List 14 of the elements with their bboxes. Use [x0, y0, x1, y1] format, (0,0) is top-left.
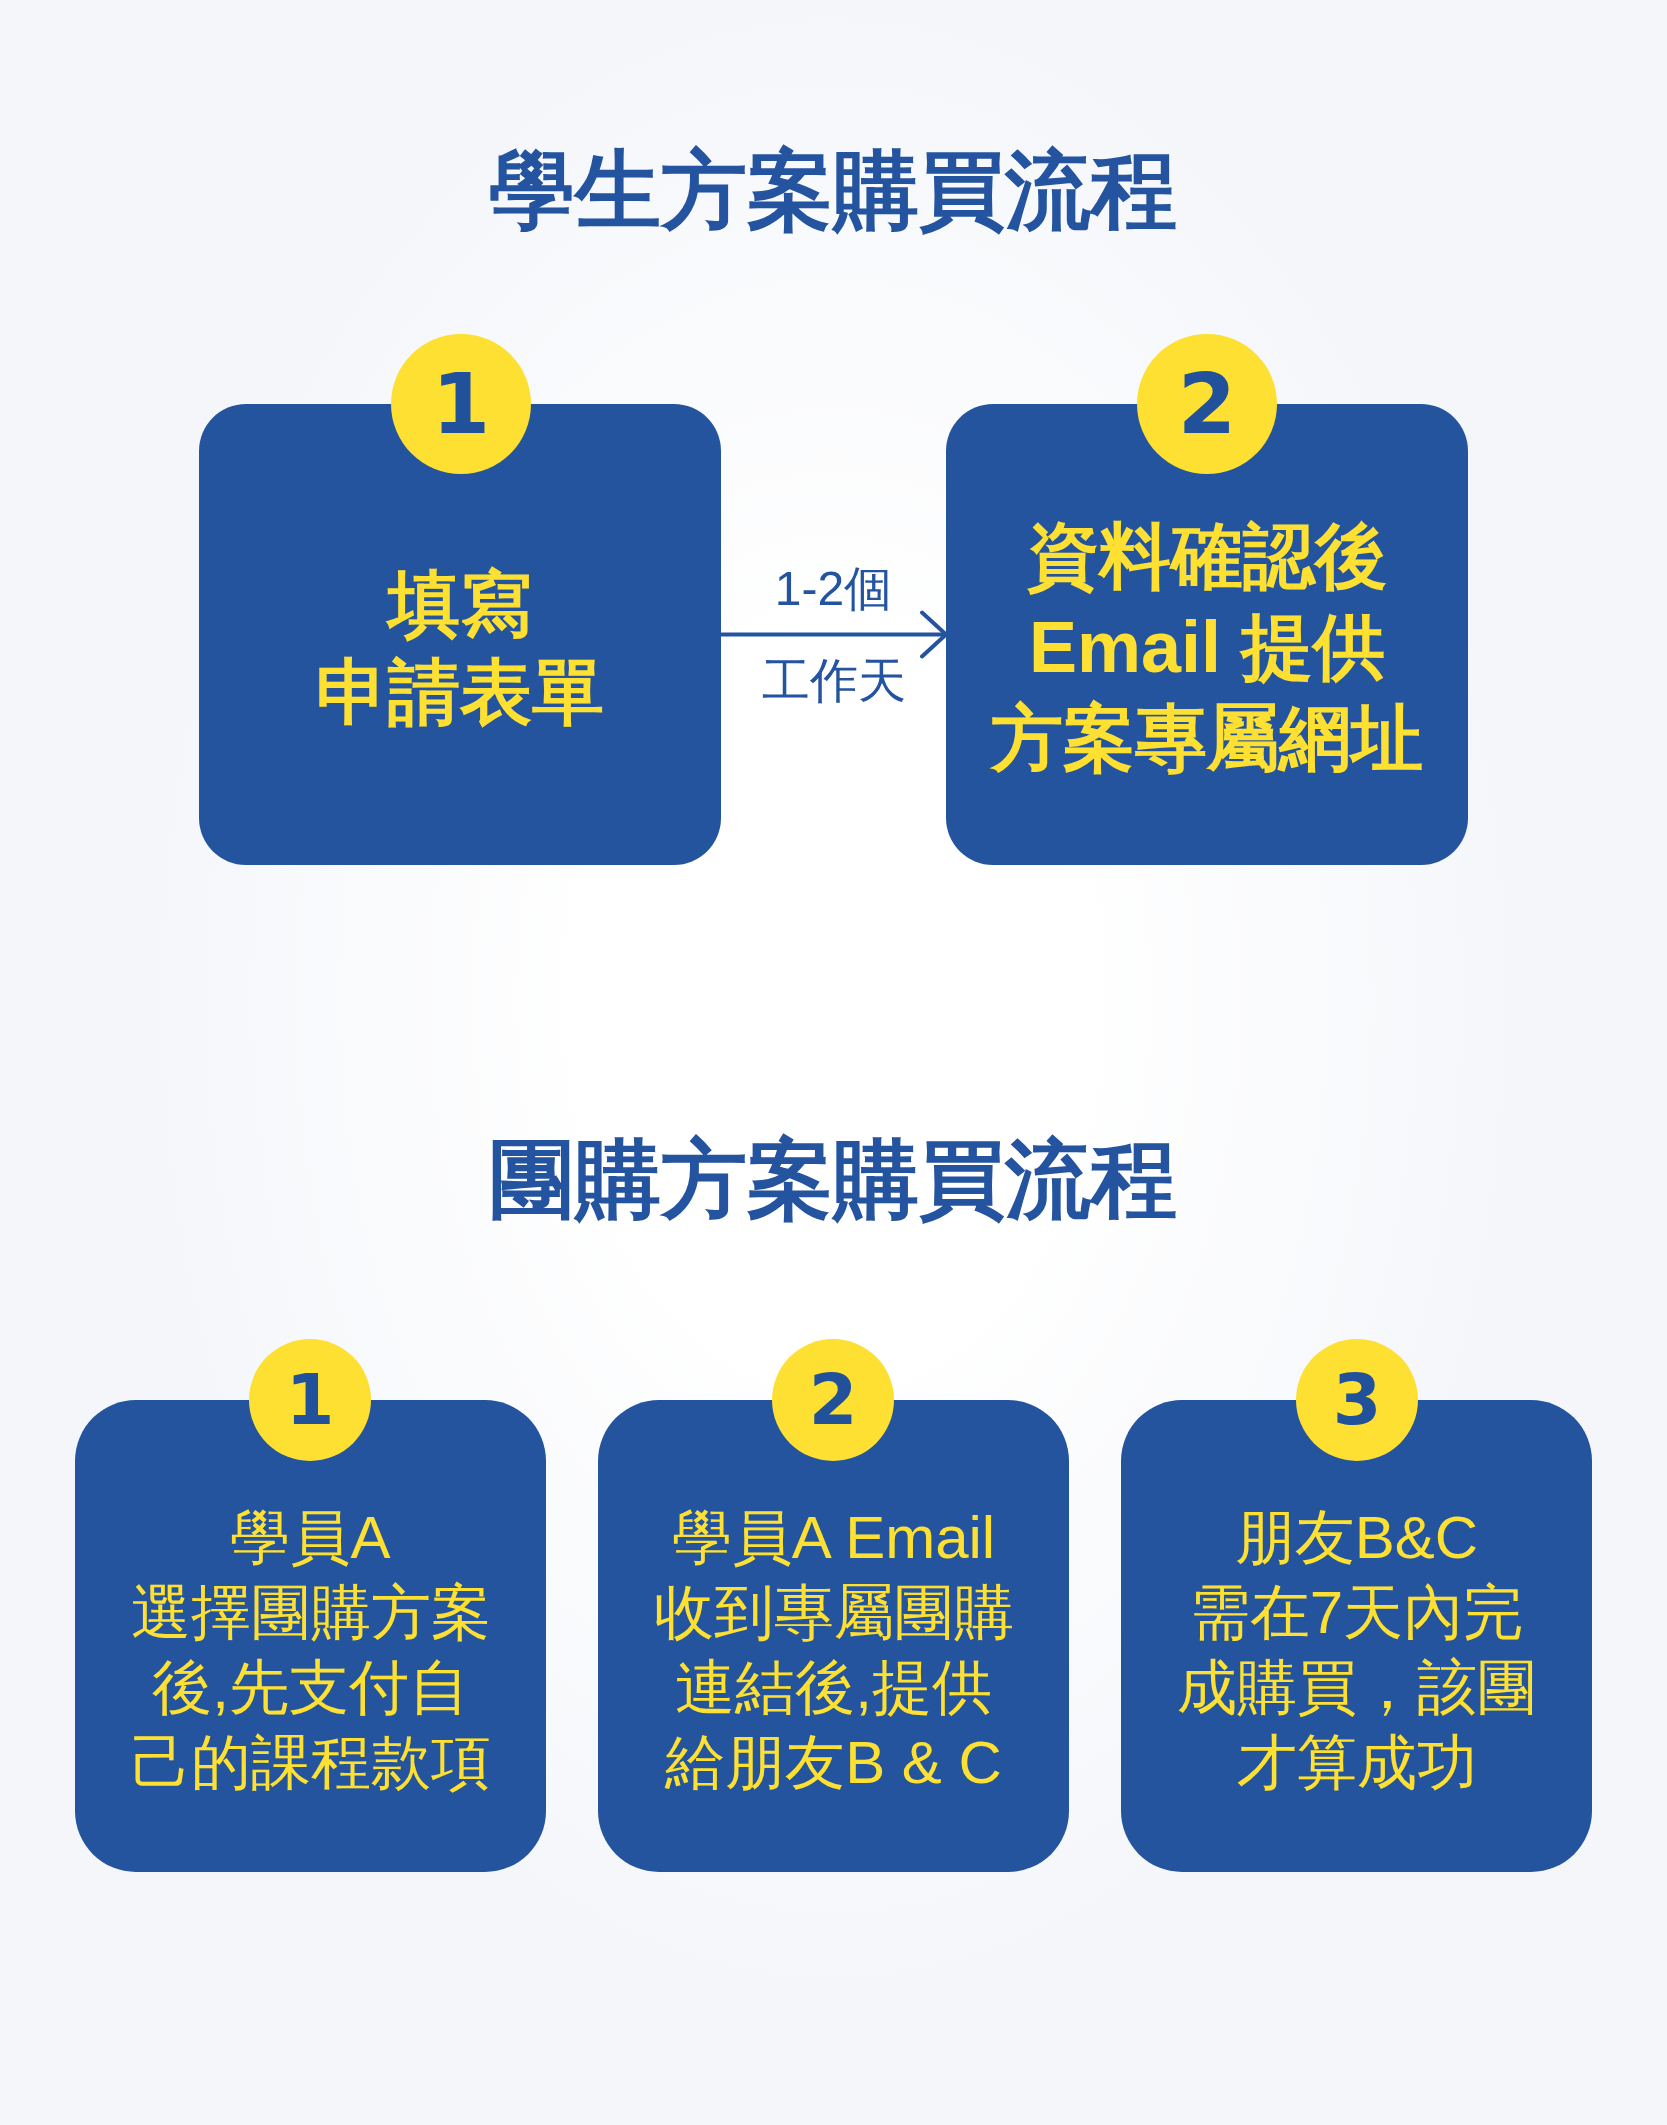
- step-text: 資料確認後Email 提供方案專屬網址: [991, 515, 1423, 780]
- step-text: 朋友B&C需在7天內完成購買，該團才算成功: [1176, 1503, 1537, 1798]
- section-title: 學生方案購買流程: [489, 141, 1177, 240]
- step-text: 學員A Email收到專屬團購連結後,提供給朋友B & C: [653, 1503, 1014, 1798]
- section-title: 團購方案購買流程: [489, 1130, 1177, 1229]
- edge-label: 1-2個工作天: [761, 560, 906, 709]
- number-badge: 1: [391, 334, 531, 474]
- number-badge: 1: [249, 1339, 371, 1461]
- number-badge: 3: [1296, 1339, 1418, 1461]
- number-badge: 2: [1137, 334, 1277, 474]
- step-text: 填寫申請表單: [316, 562, 604, 734]
- step-text: 學員A選擇團購方案後,先支付自己的課程款項: [130, 1503, 491, 1798]
- arrow: [721, 610, 948, 659]
- number-badge: 2: [772, 1339, 894, 1461]
